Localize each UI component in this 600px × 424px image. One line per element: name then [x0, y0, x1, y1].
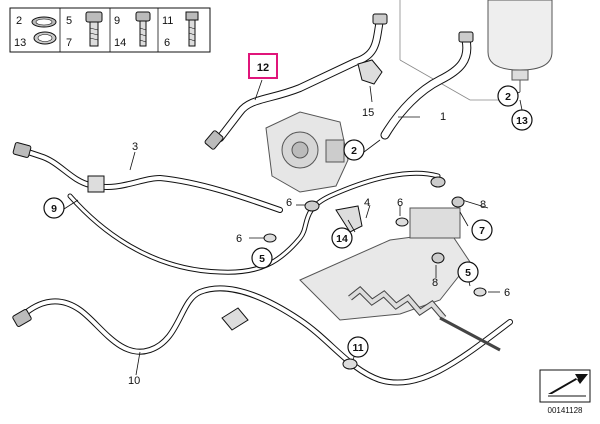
hose-clamp-icon [31, 16, 57, 45]
svg-text:7: 7 [479, 225, 485, 237]
callout-7[interactable]: 7 [471, 219, 493, 241]
legend-label-top-1: 2 [16, 15, 22, 27]
power-steering-pump [265, 111, 349, 193]
callout-1[interactable]: 1 [440, 111, 446, 123]
svg-text:2: 2 [505, 91, 511, 103]
callout-9[interactable]: 9 [43, 197, 65, 219]
svg-text:5: 5 [259, 253, 265, 265]
diagram-code: 00141128 [548, 406, 584, 415]
legend-label-top-2: 5 [66, 15, 72, 27]
legend-label-bottom-4: 6 [164, 37, 170, 49]
callout-12-label: 12 [257, 62, 269, 74]
circled-callouts: 2 2 13 9 5 5 7 14 [43, 85, 533, 358]
fluid-reservoir [399, 0, 553, 101]
callout-13[interactable]: 13 [511, 109, 533, 131]
callout-14[interactable]: 14 [331, 227, 353, 249]
steering-gear [299, 207, 501, 352]
fittings [263, 176, 487, 370]
callout-4[interactable]: 4 [364, 197, 370, 209]
callout-8-a[interactable]: 8 [480, 199, 486, 211]
plain-callouts: 1 3 4 6 6 6 6 8 8 10 15 [128, 107, 510, 387]
callout-5-b[interactable]: 5 [457, 261, 479, 283]
callout-5-a[interactable]: 5 [251, 247, 273, 269]
bracket [335, 205, 363, 233]
callout-11[interactable]: 11 [347, 336, 369, 358]
callout-3[interactable]: 3 [132, 141, 138, 153]
hex-bolt-icon [185, 11, 199, 47]
legend-label-bottom-3: 14 [114, 37, 126, 49]
callout-8-b[interactable]: 8 [432, 277, 438, 289]
suction-hose [204, 13, 388, 150]
legend-label-top-4: 11 [162, 15, 173, 27]
svg-text:9: 9 [51, 203, 57, 215]
callout-15[interactable]: 15 [362, 107, 374, 119]
svg-text:13: 13 [516, 115, 528, 127]
callout-10[interactable]: 10 [128, 375, 140, 387]
feed-line [12, 285, 513, 386]
return-hose [380, 31, 474, 140]
svg-text:11: 11 [352, 342, 363, 354]
legend-label-bottom-2: 7 [66, 37, 72, 49]
pressure-line [12, 142, 283, 213]
hose-clip [357, 59, 383, 103]
legend-box: 2 13 5 7 9 14 11 6 [9, 7, 211, 53]
callout-6-d[interactable]: 6 [504, 287, 510, 299]
callout-6-b[interactable]: 6 [397, 197, 403, 209]
hollow-bolt-icon [85, 11, 103, 47]
svg-text:5: 5 [465, 267, 471, 279]
callout-6-a[interactable]: 6 [286, 197, 292, 209]
legend-label-top-3: 9 [114, 15, 120, 27]
callout-6-c[interactable]: 6 [236, 233, 242, 245]
svg-text:14: 14 [336, 233, 348, 245]
connecting-line [67, 170, 441, 275]
legend-label-bottom-1: 13 [14, 37, 26, 49]
callout-2-a[interactable]: 2 [343, 139, 365, 161]
bolt-icon [135, 11, 151, 47]
svg-text:2: 2 [351, 145, 357, 157]
callout-2-b[interactable]: 2 [497, 85, 519, 107]
diagram-arrow-icon [539, 369, 591, 403]
callout-12-highlight[interactable]: 12 [248, 53, 278, 79]
